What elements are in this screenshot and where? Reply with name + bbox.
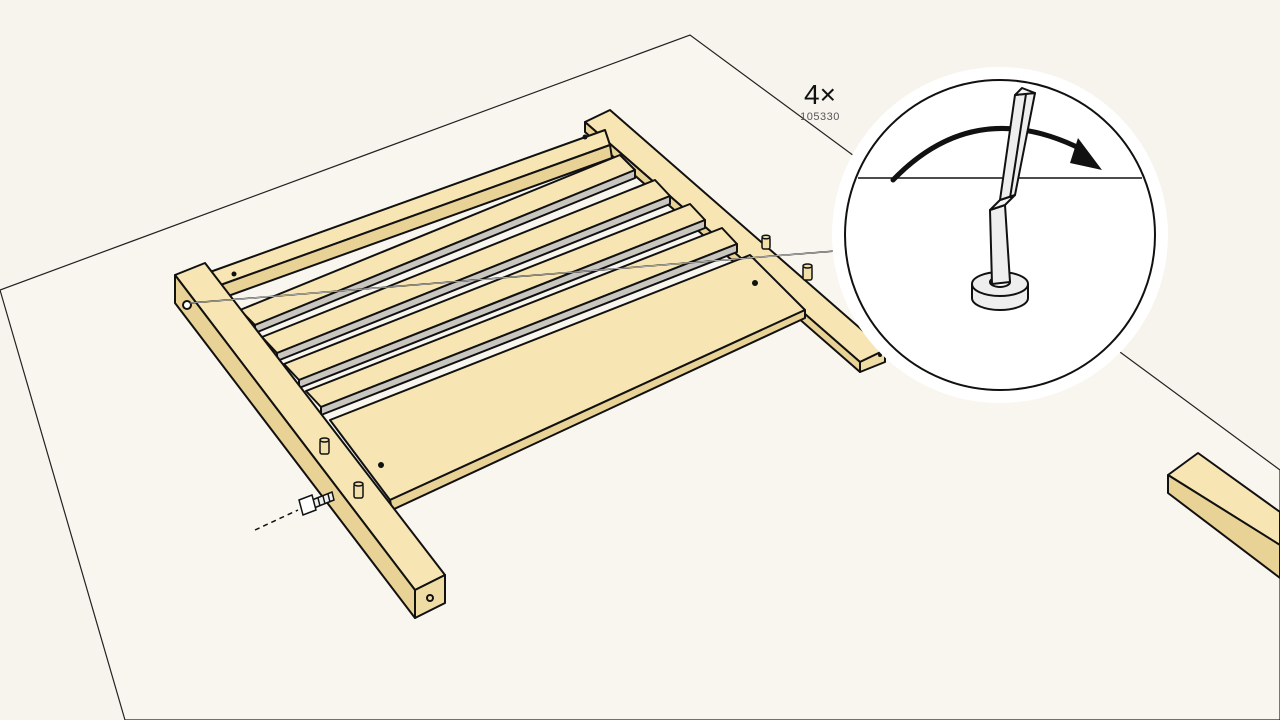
- detail-callout: [832, 67, 1168, 403]
- side-rail-left: [174, 262, 446, 619]
- dowel: [802, 263, 813, 281]
- dowels: [319, 234, 813, 499]
- allen-key-icon: [971, 87, 1036, 311]
- quantity-label: 4× 105330: [790, 80, 850, 124]
- slats: [239, 154, 806, 511]
- dowel: [353, 481, 364, 499]
- part-number: 105330: [800, 111, 840, 123]
- clockwise-arrow-icon: [890, 125, 1102, 183]
- quantity-count: 4×: [804, 79, 836, 110]
- loose-rail: [1167, 452, 1280, 579]
- dowel: [761, 234, 771, 250]
- dowel: [319, 437, 330, 455]
- bolt-icon: [254, 490, 335, 531]
